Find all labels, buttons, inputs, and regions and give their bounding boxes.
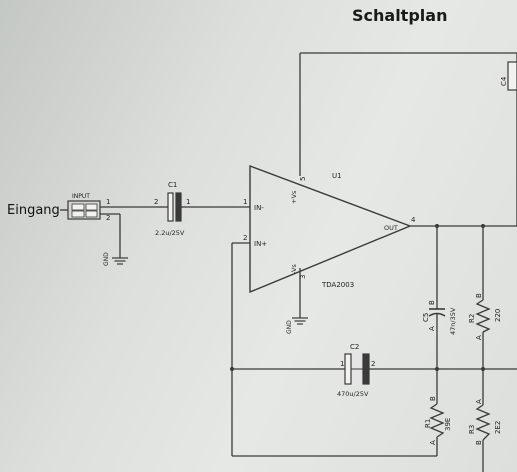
r3-value: 2E2 xyxy=(494,421,502,434)
gnd-label-input: GND xyxy=(103,252,110,266)
r1-pin-b: B xyxy=(429,396,437,401)
capacitor-c5: C5 47n/35V A B xyxy=(422,290,457,335)
r1-value: 39E xyxy=(444,418,452,431)
c1-pin-right: 1 xyxy=(186,198,190,206)
c2-pin-left: 1 xyxy=(340,360,344,368)
r1-name: R1 xyxy=(424,419,432,428)
c5-name: C5 xyxy=(422,313,430,322)
c2-name: C2 xyxy=(350,343,359,351)
c2-value: 470u/25V xyxy=(337,390,369,398)
connector-label: INPUT xyxy=(72,193,90,200)
r2-value: 220 xyxy=(494,309,502,322)
u1-name: U1 xyxy=(332,172,342,180)
resistor-r1: R1 39E A B xyxy=(424,392,452,445)
u1-in-minus: IN- xyxy=(254,204,264,212)
u1-part: TDA2003 xyxy=(321,281,354,289)
input-label: Eingang xyxy=(7,203,60,218)
r3-pin-b: B xyxy=(475,440,483,445)
input-connector: INPUT 1 2 xyxy=(67,193,110,222)
opamp-u1: U1 TDA2003 IN- IN+ 1 2 OUT 4 +Vs -Vs 5 3 xyxy=(243,164,416,294)
r2-name: R2 xyxy=(468,314,476,323)
gnd-symbol-u1 xyxy=(292,317,308,325)
c1-name: C1 xyxy=(168,181,177,189)
u1-pin-vs-plus: 5 xyxy=(299,177,307,181)
capacitor-c2: C2 470u/25V 1 2 xyxy=(337,343,375,398)
u1-vs-minus: -Vs xyxy=(290,264,298,274)
u1-pin-vs-minus: 3 xyxy=(299,275,307,279)
c1-value: 2.2u/25V xyxy=(155,229,185,237)
junctions xyxy=(230,224,485,371)
u1-out: OUT xyxy=(384,224,398,232)
resistor-r3: R3 2E2 B A xyxy=(468,392,502,445)
gnd-symbol-input xyxy=(112,257,128,265)
c5-pin-b: B xyxy=(428,300,436,305)
r2-pin-a: A xyxy=(475,335,483,340)
u1-pin-out: 4 xyxy=(411,216,416,224)
u1-pin-in-plus: 2 xyxy=(243,234,247,242)
capacitor-c4: C4 xyxy=(500,61,517,91)
resistor-r2: R2 220 A B xyxy=(468,290,502,340)
u1-pin-in-minus: 1 xyxy=(243,198,247,206)
connector-pin2: 2 xyxy=(106,214,110,222)
c2-pin-right: 2 xyxy=(371,360,375,368)
connector-pin1: 1 xyxy=(106,198,110,206)
u1-vs-plus: +Vs xyxy=(290,190,298,204)
gnd-label-u1: GND xyxy=(286,320,293,334)
r3-pin-a: A xyxy=(475,399,483,404)
c5-pin-a: A xyxy=(428,326,436,331)
c4-name: C4 xyxy=(500,76,508,86)
r3-name: R3 xyxy=(468,425,476,434)
wires xyxy=(60,52,517,472)
c5-value: 47n/35V xyxy=(449,307,457,335)
r2-pin-b: B xyxy=(475,293,483,298)
u1-in-plus: IN+ xyxy=(254,240,267,248)
page-title: Schaltplan xyxy=(352,6,448,25)
r1-pin-a: A xyxy=(429,440,437,445)
c1-pin-left: 2 xyxy=(154,198,158,206)
capacitor-c1: C1 2.2u/25V 2 1 xyxy=(154,181,190,237)
